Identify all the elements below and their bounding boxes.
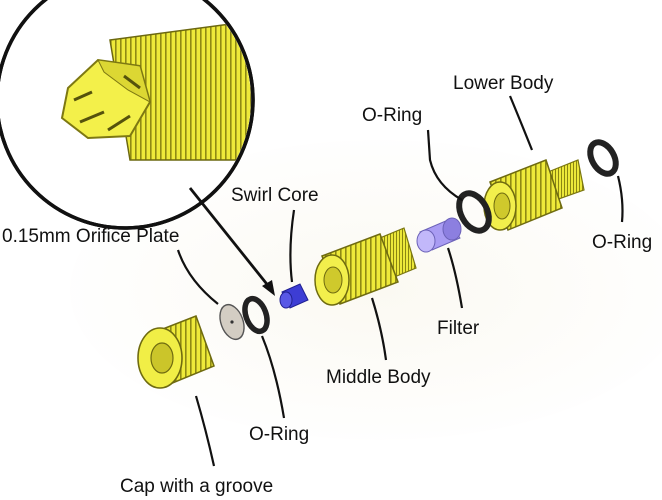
detail-leader	[188, 187, 272, 289]
magnified-detail	[0, 0, 275, 296]
label-o-ring-right: O-Ring	[592, 232, 652, 253]
leader-lower-body	[508, 95, 534, 151]
lower-body-part	[483, 159, 585, 231]
leader-cap	[194, 395, 216, 467]
leader-middle-body	[370, 297, 388, 361]
o-ring-right-end	[587, 139, 619, 177]
label-orifice-plate: 0.15mm Orifice Plate	[2, 226, 179, 247]
swirl-core-part	[279, 283, 309, 309]
label-swirl-core: Swirl Core	[231, 185, 319, 206]
label-middle-body: Middle Body	[326, 367, 431, 388]
label-o-ring-bottom: O-Ring	[249, 424, 309, 445]
leader-swirl-core	[289, 209, 296, 283]
cap-part	[137, 315, 215, 389]
label-o-ring-top: O-Ring	[362, 105, 422, 126]
label-lower-body: Lower Body	[453, 73, 554, 94]
leader-o-ring-right	[616, 175, 624, 223]
leader-lines	[176, 95, 624, 467]
swirl-slots	[73, 74, 141, 132]
filter-part	[416, 217, 462, 253]
middle-body-part	[314, 227, 417, 306]
o-ring-top-part	[456, 190, 492, 234]
leader-o-ring-bottom	[260, 335, 286, 419]
label-cap: Cap with a groove	[120, 476, 273, 497]
leader-orifice-plate	[176, 249, 219, 305]
leader-filter	[446, 247, 464, 309]
leader-o-ring-top	[426, 129, 463, 201]
o-ring-bottom-part	[242, 295, 270, 335]
label-filter: Filter	[437, 318, 480, 339]
orifice-plate-part	[219, 303, 245, 341]
